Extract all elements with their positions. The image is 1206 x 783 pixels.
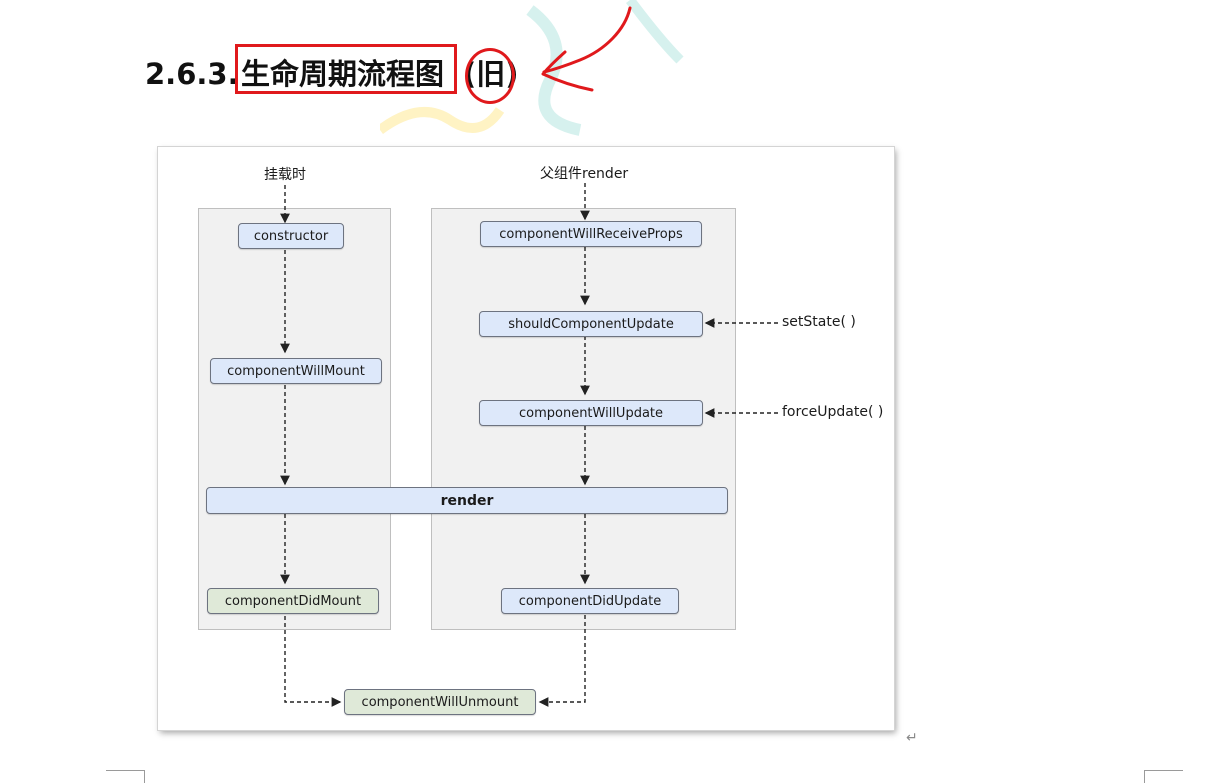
constructor-node: constructor — [238, 223, 344, 249]
page-corner-left — [106, 770, 145, 783]
section-number: 2.6.3. — [145, 57, 239, 91]
page-corner-right — [1144, 770, 1183, 783]
title-highlight-box — [235, 44, 457, 94]
update-label: 父组件render — [540, 166, 629, 182]
should-component-update-node: shouldComponentUpdate — [479, 311, 703, 337]
section-title: 生命周期流程图 — [241, 57, 445, 91]
lifecycle-diagram: 挂载时 父组件render construct — [158, 147, 894, 730]
component-will-unmount-node: componentWillUnmount — [344, 689, 536, 715]
mount-label: 挂载时 — [264, 167, 306, 183]
component-did-update-node: componentDidUpdate — [501, 588, 679, 614]
paragraph-mark: ↵ — [906, 730, 918, 746]
component-will-update-node: componentWillUpdate — [479, 400, 703, 426]
force-update-label: forceUpdate( ) — [782, 404, 884, 420]
set-state-label: setState( ) — [782, 314, 856, 330]
component-will-mount-node: componentWillMount — [210, 358, 382, 384]
render-node: render — [206, 487, 728, 514]
component-did-mount-node: componentDidMount — [207, 588, 379, 614]
suffix-highlight-circle — [465, 48, 515, 104]
component-will-receive-props-node: componentWillReceiveProps — [480, 221, 702, 247]
mount-panel — [198, 208, 391, 630]
connectors — [280, 183, 778, 707]
